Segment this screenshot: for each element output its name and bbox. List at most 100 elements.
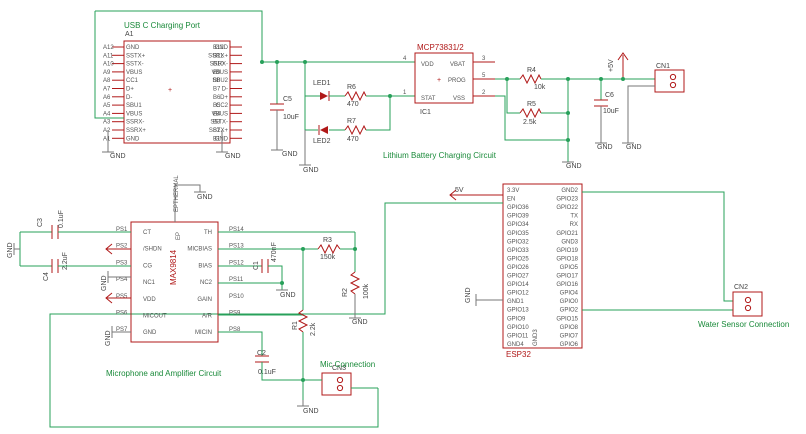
wire-led1 <box>304 62 320 97</box>
c2-label: C2 <box>257 350 266 357</box>
gnd-label: GND <box>465 287 472 303</box>
gnd-label: GND <box>626 144 642 151</box>
esp-left-pin-label: GPIO36 <box>507 205 529 211</box>
max-right-pin-label: TH <box>204 230 212 236</box>
usb-right-pin-label: VBUS <box>212 111 228 117</box>
junction-dot <box>301 247 305 251</box>
mic-conn-title: Mic Connection <box>320 360 375 369</box>
junction-dot <box>621 77 625 81</box>
max-left-pin-label: VDD <box>143 297 156 303</box>
water-title: Water Sensor Connection <box>698 320 789 329</box>
mcp-pin-num: 2 <box>482 90 486 96</box>
connector-cn2: CN2 <box>732 284 763 317</box>
usb-ref: A1 <box>125 31 134 38</box>
usb-c-connector: USB C Charging Port A1 GNDA12SSTX+A11SST… <box>103 21 242 144</box>
gnd-symbol: GND <box>216 151 241 160</box>
max-left-pin-label: CG <box>143 263 152 269</box>
gnd-label: GND <box>225 153 241 160</box>
plus5v-symbol: +5V <box>608 52 629 79</box>
esp-right-pin-label: GPIO8 <box>560 325 579 331</box>
esp-left-pin-label: GPIO9 <box>507 316 526 322</box>
capacitor-c5: C5 10uF GND <box>270 62 299 158</box>
c2-value: 0.1uF <box>258 369 276 376</box>
gnd-label: GND <box>105 330 112 346</box>
esp-right-pin-label: GPIO18 <box>556 256 578 262</box>
usb-left-pin-num: A5 <box>103 103 111 109</box>
usb-left-pin-num: A2 <box>103 128 111 134</box>
esp-left-pin-label: GPIO13 <box>507 308 529 314</box>
esp-right-pin-label: GPIO23 <box>556 197 578 203</box>
cn3-label: CN3 <box>332 365 346 372</box>
c6-value: 10uF <box>603 108 619 115</box>
esp-right-pin-label: GPIO21 <box>556 231 578 237</box>
junction-dot <box>303 60 307 64</box>
usb-right-pin-num: B1 <box>213 136 221 142</box>
gnd-label: GND <box>303 167 319 174</box>
max-left-pin-num: PS7 <box>116 327 128 333</box>
usb-marker: + <box>168 87 172 94</box>
max-right-pin-label: A/R <box>202 314 213 320</box>
usb-right-pin-label: SBU2 <box>212 78 228 84</box>
esp-left-pin-label: 3.3V <box>507 188 519 194</box>
r6-label: R6 <box>347 84 356 91</box>
gnd-label: GND <box>280 292 296 299</box>
usb-left-pin-num: A6 <box>103 95 111 101</box>
esp-right-pin-label: GPIO5 <box>560 265 579 271</box>
mcp-ref: IC1 <box>420 109 431 116</box>
usb-right-pin-label: SSRX+ <box>208 53 228 59</box>
r2-label: R2 <box>342 288 349 297</box>
resistor-r1: R1 2.2k <box>292 309 317 336</box>
gnd-label: GND <box>352 319 368 326</box>
resistor-r3: R3 150k <box>317 237 341 261</box>
max-right-pin-num: PS12 <box>229 260 244 266</box>
usb-left-pin-label: SSRX+ <box>126 128 146 134</box>
esp-left-pins: 3.3VENGPIO36GPIO39GPIO34GPIO35GPIO32GPIO… <box>507 188 529 348</box>
esp-left-pin-label: GPIO26 <box>507 265 529 271</box>
usb-right-pin-num: B11 <box>213 53 224 59</box>
mcp-pin-num: 1 <box>403 90 407 96</box>
max-ep: EP <box>176 232 182 240</box>
cn1-label: CN1 <box>656 63 670 70</box>
esp-left-pin-label: GPIO10 <box>507 325 529 331</box>
usb-right-pin-num: B2 <box>213 128 221 134</box>
max-left-pin-num: PS3 <box>116 260 128 266</box>
r7-value: 470 <box>347 136 359 143</box>
r1-value: 2.2k <box>310 322 317 336</box>
wire <box>340 232 356 250</box>
usb-right-pin-label: D+ <box>220 95 228 101</box>
usb-right-pin-num: B7 <box>213 87 221 93</box>
esp-right-pin-label: GPIO7 <box>560 333 579 339</box>
max-left-pin-label: GND <box>143 330 157 336</box>
max-left-pin-num: PS5 <box>116 294 128 300</box>
usb-left-pin-label: VBUS <box>126 111 142 117</box>
gnd-symbol: GND <box>7 242 20 258</box>
esp-right-pin-label: GPIO16 <box>556 282 578 288</box>
esp-left-pin-label: EN <box>507 197 515 203</box>
esp-left-pin-label: GPIO33 <box>507 248 529 254</box>
esp-left-pin-label: GPIO14 <box>507 282 529 288</box>
r3-label: R3 <box>323 237 332 244</box>
gnd-label: GND <box>197 194 213 201</box>
mcp-pin-num: 3 <box>482 56 486 62</box>
mcp-pin-vbat: VBAT <box>450 62 466 68</box>
connector-cn3: CN3 <box>321 365 352 396</box>
gnd-label: GND <box>101 275 108 291</box>
capacitor-c6: C6 10uF GND <box>594 79 619 151</box>
charger-ic: MCP73831/2 IC1 VDD STAT VBAT PROG VSS 4 … <box>403 43 486 116</box>
r3-value: 150k <box>320 254 336 261</box>
usb-right-pin-label: SSTX+ <box>209 128 229 134</box>
c5-label: C5 <box>283 96 292 103</box>
esp-right-pin-label: GND3 <box>561 239 578 245</box>
wire-led2 <box>304 96 318 131</box>
esp-right-pin-label: GPIO2 <box>560 308 579 314</box>
wire-vbus <box>95 10 415 63</box>
junction-dot <box>566 138 570 142</box>
usb-right-pins: GNDB12SSRX+B11SSRX-B10VBUSB9SBU2B8D-B7D+… <box>208 45 242 142</box>
resistor-r7: R7 470 <box>344 118 367 143</box>
resistor-r5: R5 2.5k <box>519 101 542 126</box>
usb-left-pin-label: CC1 <box>126 78 139 84</box>
r6-value: 470 <box>347 101 359 108</box>
usb-left-pin-num: A11 <box>103 53 114 59</box>
